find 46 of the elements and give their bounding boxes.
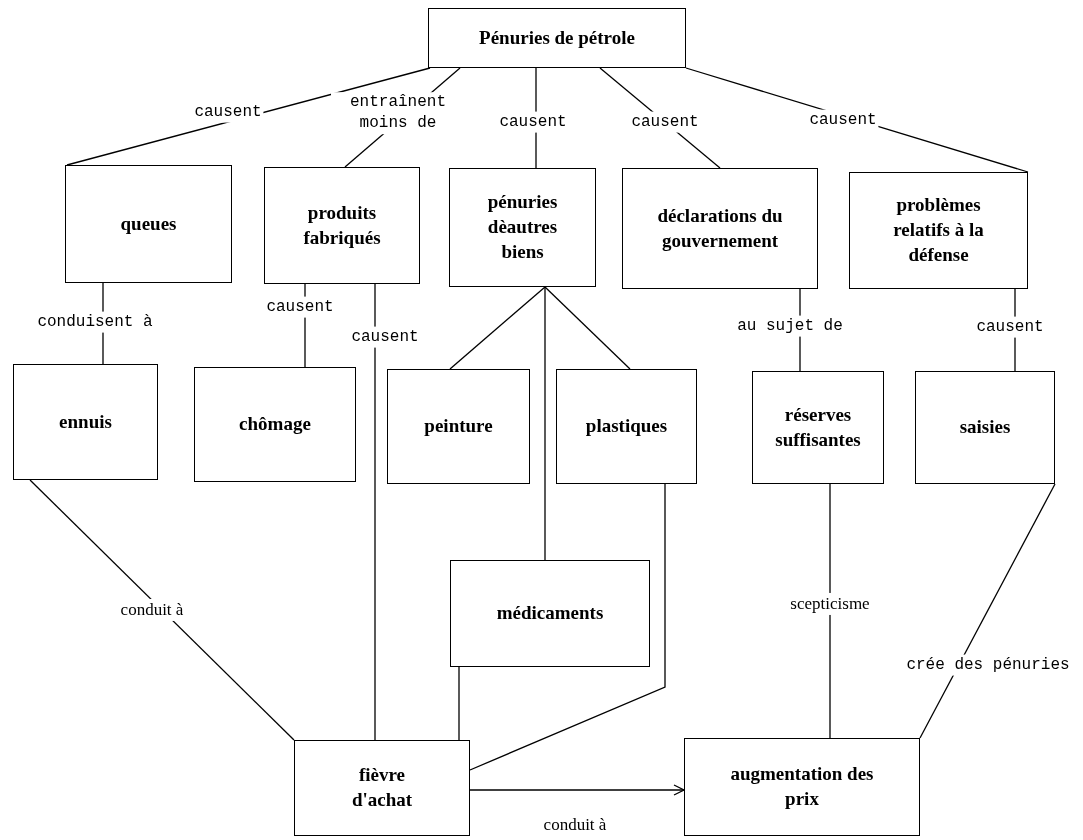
concept-box — [428, 8, 686, 68]
edge-label: conduit à — [118, 598, 186, 622]
connector-line — [544, 286, 546, 561]
concept-box — [264, 167, 420, 284]
concept-label: plastiques — [585, 414, 668, 439]
connector-line — [374, 283, 376, 741]
concept-box — [450, 560, 650, 667]
concept-box — [849, 172, 1028, 289]
concept-label: médicaments — [496, 601, 604, 626]
edge-label: au sujet de — [735, 315, 845, 337]
concept-label: saisies — [959, 415, 1011, 440]
edge-label: conduisent à — [35, 311, 155, 333]
concept-box — [13, 364, 158, 480]
connector-line — [469, 483, 666, 771]
connector-line — [544, 286, 631, 370]
concept-label: augmentation des prix — [729, 762, 875, 811]
concept-label: problèmes relatifs à la défense — [892, 193, 985, 267]
concept-box — [294, 740, 470, 836]
connector-line — [29, 479, 295, 741]
concept-label: peinture — [424, 414, 493, 439]
concept-label: Pénuries de pétrole — [479, 25, 635, 50]
concept-label: queues — [120, 211, 177, 236]
arrow — [469, 784, 685, 796]
concept-box — [622, 168, 818, 289]
concept-box — [194, 367, 356, 482]
edge-label: crée des pénuries — [904, 654, 1072, 676]
concept-label: fièvre d'achat — [350, 763, 414, 812]
concept-box — [387, 369, 530, 484]
concept-label: déclarations du gouvernement — [656, 203, 784, 253]
concept-label: réserves suffisantes — [774, 402, 862, 452]
concept-label: produits fabriqués — [302, 200, 382, 250]
concept-box — [65, 165, 232, 283]
concept-label: pénuries dèautres biens — [486, 190, 559, 264]
edge-label: causent — [807, 109, 879, 131]
connector-line — [458, 666, 460, 741]
connector-line — [919, 483, 1056, 739]
concept-box — [556, 369, 697, 484]
concept-box — [684, 738, 920, 836]
connector-line — [449, 286, 546, 370]
concept-box — [752, 371, 884, 484]
concept-label: ennuis — [59, 409, 112, 434]
concept-box — [915, 371, 1055, 484]
edge-label: scepticisme — [788, 592, 872, 616]
concept-box — [449, 168, 596, 287]
connector-line — [829, 483, 831, 739]
concept-label: chômage — [239, 412, 311, 437]
